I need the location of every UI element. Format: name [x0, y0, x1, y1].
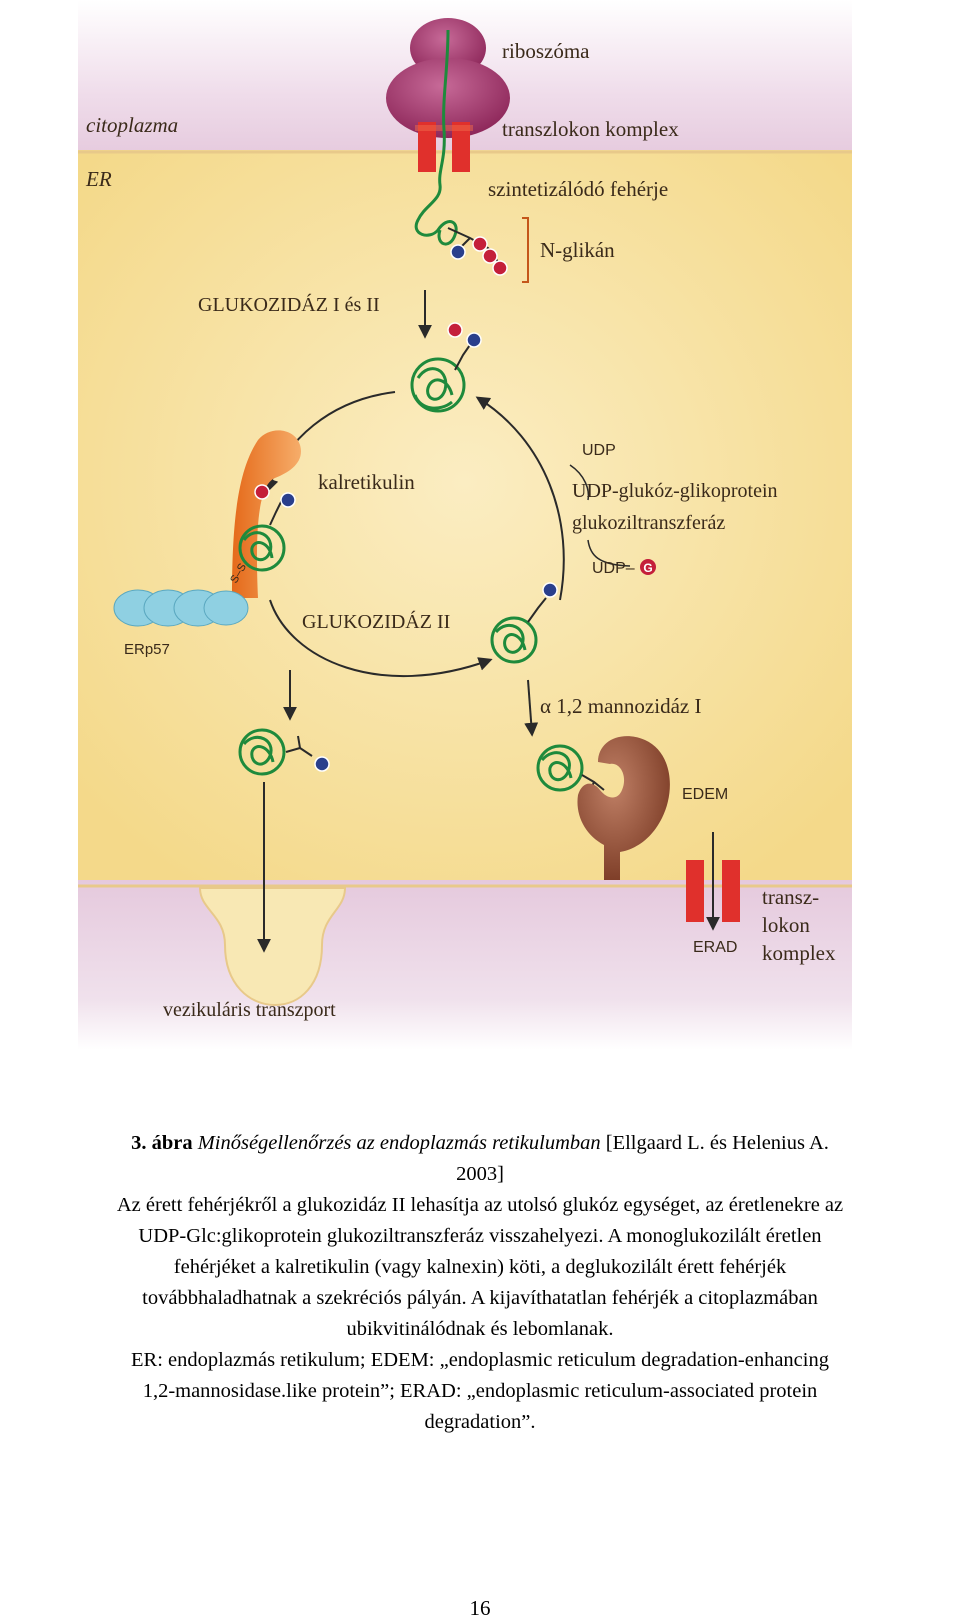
ribosome — [386, 18, 510, 138]
erad-label: ERAD — [693, 939, 737, 956]
glucose-letter: G — [643, 561, 652, 575]
translocon-bottom-label-line3: komplex — [762, 941, 836, 965]
folded-protein-5 — [238, 728, 330, 776]
er-label: ER — [85, 167, 112, 191]
vesicular-transport-label: vezikuláris transzport — [163, 999, 336, 1021]
udp-g-label: UDP– — [592, 560, 635, 577]
translocon-label: transzlokon komplex — [502, 117, 679, 141]
erp57 — [113, 589, 249, 627]
er-lumen — [78, 150, 852, 888]
caption-figure-number: 3. ábra — [131, 1132, 193, 1154]
cytoplasm-label: citoplazma — [86, 113, 178, 137]
caption-line-3: fehérjéket a kalretikulin (vagy kalnexin… — [173, 1256, 787, 1278]
figure-caption: 3. ábra Minőségellenőrzés az endoplazmás… — [0, 1128, 960, 1438]
nascent-protein-chain — [414, 29, 458, 246]
glucose-circle — [640, 559, 656, 575]
caption-line-8: degradation”. — [424, 1411, 536, 1433]
folded-protein-2 — [238, 484, 296, 572]
udp-g-in-arrow — [587, 539, 631, 567]
arrow-to-mannosidase — [524, 679, 539, 737]
vesicle-bud — [198, 887, 347, 1007]
caption-line-2: UDP-Glc:glikoprotein glukoziltranszferáz… — [138, 1225, 822, 1247]
translocon-bottom-label-line2: lokon — [762, 913, 810, 937]
erp57-label: ERp57 — [124, 641, 170, 658]
er-quality-control-figure: citoplazma ER riboszóma transzlokon komp… — [78, 0, 852, 1050]
udp-transferase-label-line1: UDP-glukóz-glikoprotein — [572, 480, 778, 502]
edem — [577, 736, 670, 880]
n-glycan-label: N-glikán — [540, 238, 615, 262]
caption-line-5: ubikvitinálódnak és lebomlanak. — [346, 1318, 614, 1340]
ribosome-label: riboszóma — [502, 39, 590, 63]
page-number: 16 — [469, 1596, 491, 1620]
calreticulin-label: kalretikulin — [318, 470, 415, 494]
glucosidase-1-2-label: GLUKOZIDÁZ I és II — [198, 293, 380, 316]
calreticulin — [232, 430, 301, 598]
figure-canvas: citoplazma ER riboszóma transzlokon komp… — [78, 0, 852, 1050]
udp-transferase-label-line2: glukoziltranszferáz — [572, 512, 725, 534]
translocon-bottom — [686, 860, 740, 922]
glucosidase-2-label: GLUKOZIDÁZ II — [302, 610, 450, 633]
caption-reference: [Ellgaard L. és Helenius A. — [605, 1132, 829, 1154]
caption-figure-title: Minőségellenőrzés az endoplazmás retikul… — [197, 1132, 601, 1154]
translocon-bottom-label-line1: transz- — [762, 885, 819, 909]
edem-label: EDEM — [682, 786, 728, 803]
cycle-arc-right — [475, 396, 565, 601]
udp-label: UDP — [582, 442, 616, 459]
caption-reference-year: 2003] — [456, 1163, 504, 1185]
folded-protein-3 — [490, 582, 558, 664]
udp-out-arrow — [569, 464, 590, 501]
n-glycan-bracket — [522, 217, 529, 283]
n-glycan-top — [447, 227, 508, 276]
caption-line-1: Az érett fehérjékről a glukozidáz II leh… — [116, 1194, 844, 1216]
folded-protein-1 — [410, 322, 482, 413]
nascent-protein-label: szintetizálódó fehérje — [488, 177, 668, 201]
caption-line-4: továbbhaladhatnak a szekréciós pályán. A… — [142, 1287, 818, 1309]
caption-line-6: ER: endoplazmás retikulum; EDEM: „endopl… — [131, 1349, 829, 1371]
mannosidase-label: α 1,2 mannozidáz I — [540, 694, 701, 718]
cycle-arc-bottom — [269, 599, 493, 678]
caption-line-7: 1,2-mannosidase.like protein”; ERAD: „en… — [142, 1380, 818, 1402]
caption-title-line: 3. ábra Minőségellenőrzés az endoplazmás… — [0, 1128, 960, 1159]
